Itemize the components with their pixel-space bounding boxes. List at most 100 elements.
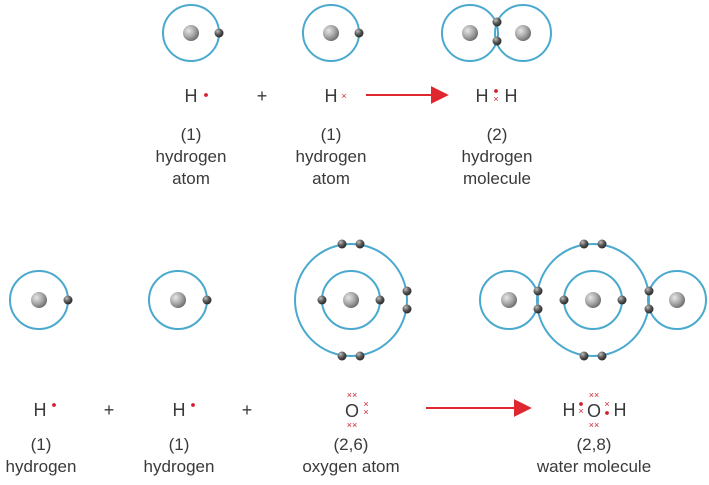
label-number: (2,8) (576, 435, 612, 454)
electron-dot (52, 403, 56, 407)
label-number: (1) (30, 435, 52, 454)
electron-cross: × (363, 399, 368, 409)
hydrogen-shell-right (647, 270, 707, 330)
hydrogen-symbol: H (325, 86, 338, 106)
bottom-hydrogen-atom-2-model (148, 270, 212, 330)
label-oxygen-atom: (2,6) oxygen atom (281, 434, 421, 478)
electron (337, 239, 347, 249)
hydrogen-symbol: H (173, 400, 186, 420)
electron-cross-pair-top: ×× (589, 390, 600, 400)
electron-cross: × (493, 94, 498, 104)
electron (402, 286, 412, 296)
top-hydrogen-atom-2-model (302, 4, 364, 62)
electron (202, 295, 212, 305)
label-name-line2: atom (312, 169, 350, 188)
shared-electron (644, 286, 654, 296)
bottom-lewis-equation: H + H + O ×× ×× × × H × O ×× ×× × H (34, 390, 627, 430)
electron (579, 239, 589, 249)
label-bottom-hydrogen-2: (1) hydrogen (129, 434, 229, 478)
oxygen-symbol: O (345, 401, 359, 421)
label-water-molecule: (2,8) water molecule (514, 434, 674, 478)
electron-cross: × (363, 407, 368, 417)
electron (354, 28, 364, 38)
label-number: (2) (486, 125, 508, 144)
electron-cross-pair-bottom: ×× (347, 420, 358, 430)
electron (317, 295, 327, 305)
nucleus (515, 25, 531, 41)
label-number: (1) (180, 125, 202, 144)
label-name-line2: atom (172, 169, 210, 188)
electron-dot (494, 89, 498, 93)
label-name-line1: hydrogen (461, 147, 533, 166)
electron (402, 304, 412, 314)
shared-electron (644, 304, 654, 314)
water-molecule-model (479, 239, 707, 361)
plus-sign: + (242, 400, 253, 420)
oxygen-symbol: O (587, 401, 601, 421)
electron-dot (579, 402, 583, 406)
oxygen-atom-model (294, 239, 412, 361)
outer-shell (294, 243, 408, 357)
electron-cross: × (578, 406, 583, 416)
nucleus (323, 25, 339, 41)
electron-cross: × (341, 91, 346, 101)
electron-cross-pair-top: ×× (347, 390, 358, 400)
electron (492, 17, 502, 27)
electron-cross: × (604, 399, 609, 409)
orbit-shell (441, 4, 499, 62)
label-name-line1: hydrogen (295, 147, 367, 166)
plus-sign: + (257, 86, 268, 106)
electron (375, 295, 385, 305)
hydrogen-symbol: H (563, 400, 576, 420)
electron (597, 239, 607, 249)
orbit-shell (494, 4, 552, 62)
hydrogen-symbol: H (505, 86, 518, 106)
electron (214, 28, 224, 38)
label-number: (1) (168, 435, 190, 454)
hydrogen-shell-left (479, 270, 539, 330)
hydrogen-symbol: H (614, 400, 627, 420)
electron (617, 295, 627, 305)
shared-electron (533, 304, 543, 314)
label-hydrogen-atom-2: (1) hydrogen atom (271, 124, 391, 190)
electron-cross-pair-bottom: ×× (589, 420, 600, 430)
electron (337, 351, 347, 361)
hydrogen-symbol: H (185, 86, 198, 106)
electron (355, 239, 365, 249)
electron (559, 295, 569, 305)
oxygen-nucleus (585, 292, 601, 308)
electron (597, 351, 607, 361)
label-bottom-hydrogen-1: (1) hydrogen (0, 434, 82, 478)
electron-dot (605, 411, 609, 415)
hydrogen-symbol: H (476, 86, 489, 106)
label-name-line1: water molecule (536, 457, 652, 476)
electron (492, 36, 502, 46)
electron (355, 351, 365, 361)
label-name-line1: hydrogen (143, 457, 215, 476)
electron-dot (204, 93, 208, 97)
label-number: (1) (320, 125, 342, 144)
electron (63, 295, 73, 305)
label-name-line1: oxygen atom (302, 457, 400, 476)
label-hydrogen-molecule: (2) hydrogen molecule (437, 124, 557, 190)
electron (579, 351, 589, 361)
label-number: (2,6) (333, 435, 369, 454)
plus-sign: + (104, 400, 115, 420)
shared-electron (533, 286, 543, 296)
top-lewis-equation: H + H × H × H (185, 86, 518, 106)
label-name-line1: hydrogen (5, 457, 77, 476)
electron-dot (191, 403, 195, 407)
hydrogen-symbol: H (34, 400, 47, 420)
nucleus (462, 25, 478, 41)
top-hydrogen-atom-1-model (162, 4, 224, 62)
nucleus (183, 25, 199, 41)
nucleus (343, 292, 359, 308)
nucleus (31, 292, 47, 308)
label-name-line2: molecule (462, 169, 532, 188)
label-hydrogen-atom-1: (1) hydrogen atom (131, 124, 251, 190)
hydrogen-nucleus (669, 292, 685, 308)
hydrogen-nucleus (501, 292, 517, 308)
bottom-hydrogen-atom-1-model (9, 270, 73, 330)
